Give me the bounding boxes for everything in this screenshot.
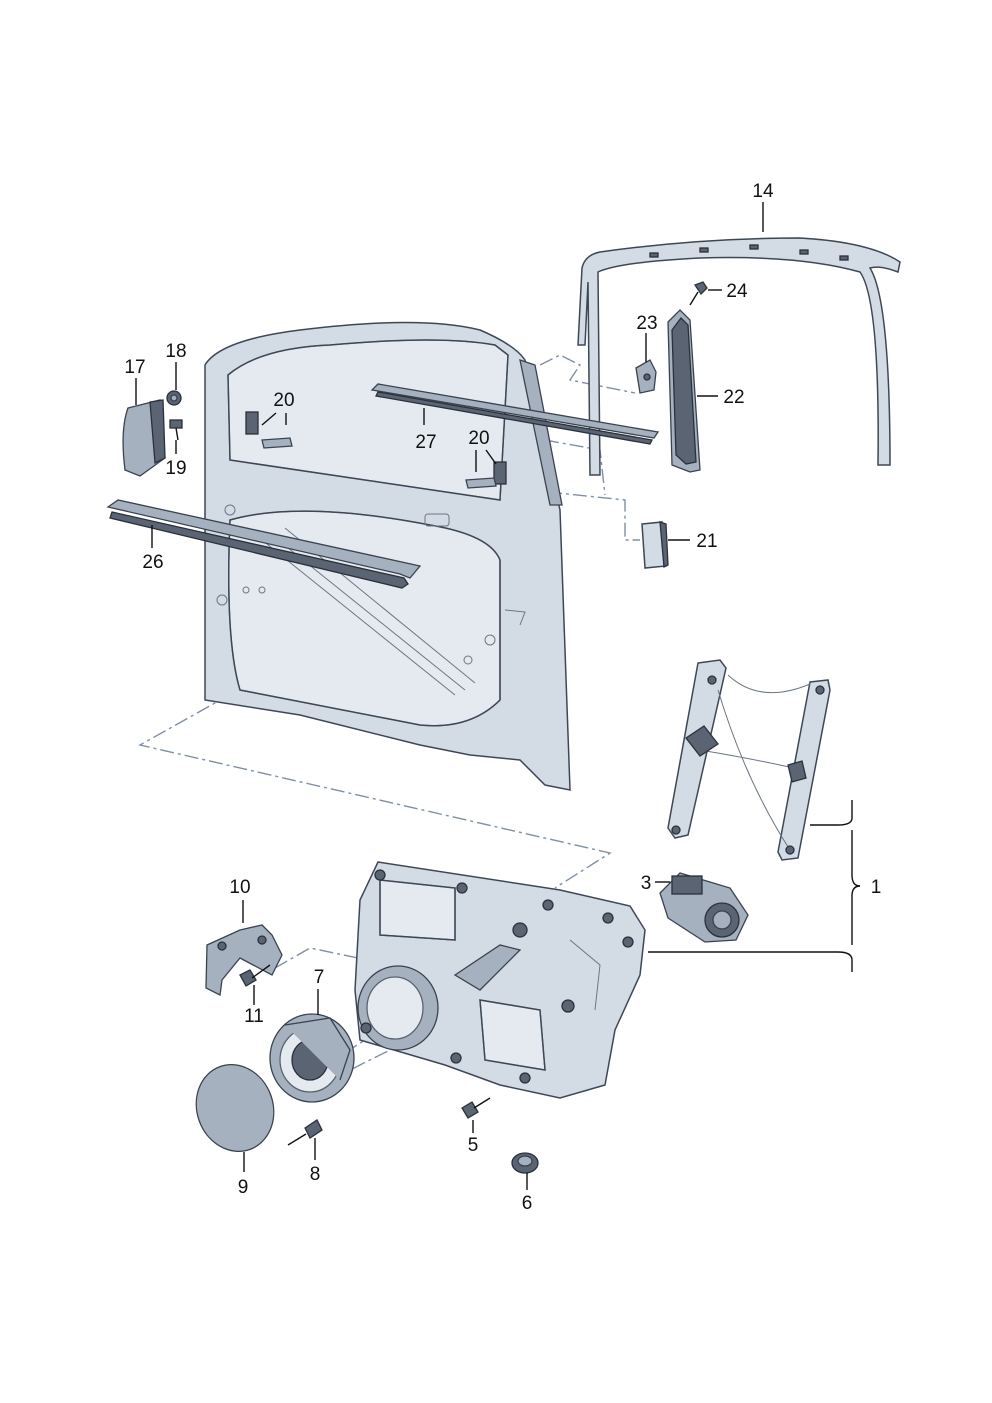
callout-14: 14	[752, 181, 774, 202]
callout-20-lower: 20	[468, 428, 489, 449]
nut-18	[166, 390, 182, 406]
callout-21: 21	[696, 531, 717, 552]
callout-17: 17	[124, 357, 145, 378]
callout-5: 5	[468, 1135, 479, 1156]
callout-3: 3	[641, 873, 652, 894]
callout-6: 6	[522, 1193, 533, 1214]
outer-window-strip-26	[106, 499, 422, 589]
inner-window-strip-27	[370, 383, 660, 445]
callout-18: 18	[165, 341, 186, 362]
speaker-7	[269, 1013, 355, 1103]
window-motor-3	[659, 872, 749, 943]
screw-11	[239, 964, 271, 987]
plug-6	[511, 1152, 539, 1174]
speaker-cover-9	[195, 1064, 275, 1152]
door-handle-17	[122, 399, 166, 477]
screw-5	[461, 1097, 491, 1119]
window-regulator	[667, 659, 831, 861]
rivet-8	[287, 1119, 323, 1146]
callout-19: 19	[165, 458, 186, 479]
screw-24	[689, 281, 708, 306]
window-frame-seal-14	[577, 237, 901, 476]
bracket-10	[205, 924, 283, 996]
callout-9: 9	[238, 1177, 249, 1198]
callout-23: 23	[636, 313, 657, 334]
callout-1: 1	[871, 877, 882, 898]
pad-20a	[245, 411, 293, 449]
window-guide-rail-22	[667, 309, 701, 473]
door-module-carrier	[354, 861, 646, 1099]
callout-10: 10	[229, 877, 250, 898]
callout-7: 7	[314, 967, 325, 988]
pad-20b	[465, 461, 507, 489]
callout-20-upper: 20	[273, 390, 294, 411]
frame-clips	[649, 244, 849, 261]
bracket-23	[635, 359, 657, 394]
callout-11: 11	[244, 1006, 264, 1027]
callout-labels: 14 24 23 22 21 18 17 19 20 20 27 26 1 3 …	[124, 181, 881, 1214]
door-shell	[204, 321, 571, 791]
callout-8: 8	[310, 1164, 321, 1185]
bolt-19	[169, 419, 183, 441]
callout-22: 22	[723, 387, 744, 408]
callout-24: 24	[726, 281, 748, 302]
callout-27: 27	[415, 432, 436, 453]
callout-26: 26	[142, 552, 163, 573]
leader-lines	[135, 202, 861, 1190]
trim-cap-21	[641, 521, 669, 569]
